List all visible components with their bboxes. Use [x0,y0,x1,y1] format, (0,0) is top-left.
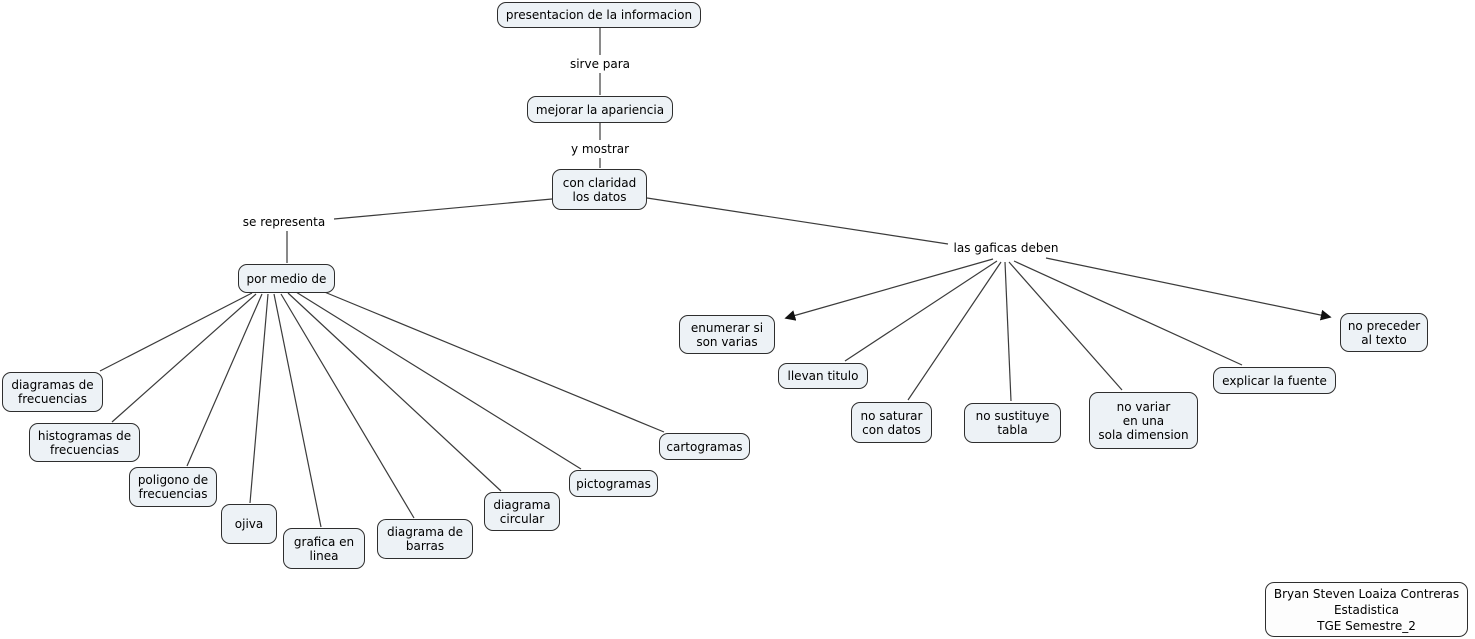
credit-course: TGE Semestre_2 [1317,618,1416,633]
node-enumerar-si-son-varias[interactable]: enumerar si son varias [679,315,775,354]
node-por-medio-de[interactable]: por medio de [238,264,335,293]
edge-pormedio-pictogramas [295,291,582,470]
linking-phrase-y-mostrar[interactable]: y mostrar [570,142,630,156]
edge-gaficas-preceder [1045,257,1332,321]
node-cartogramas[interactable]: cartogramas [659,433,750,460]
edge-gaficas-saturar [907,261,1002,401]
credit-box: Bryan Steven Loaiza Contreras Estadistic… [1265,582,1468,637]
credit-author: Bryan Steven Loaiza Contreras [1273,586,1460,601]
linking-phrase-las-gaficas-deben[interactable]: las gaficas deben [953,241,1059,255]
edge-pormedio-circular [287,292,502,492]
credit-subject: Estadistica [1333,602,1400,617]
node-presentacion-de-la-informacion[interactable]: presentacion de la informacion [497,2,701,28]
edge-claridad-serepresenta [333,198,553,220]
edge-pormedio-poligono [186,293,263,467]
node-diagrama-de-barras[interactable]: diagrama de barras [377,519,473,559]
node-diagramas-de-frecuencias[interactable]: diagramas de frecuencias [2,372,103,412]
edge-pormedio-ojiva [249,293,269,504]
node-con-claridad-los-datos[interactable]: con claridad los datos [552,169,647,210]
edge-gaficas-fuente [1013,260,1243,366]
edge-pormedio-barras [280,293,415,519]
node-llevan-titulo[interactable]: llevan titulo [778,363,868,389]
node-explicar-la-fuente[interactable]: explicar la fuente [1213,367,1336,394]
edge-gaficas-variar [1008,261,1123,391]
linking-phrase-se-representa[interactable]: se representa [242,215,326,229]
edge-gaficas-llevan [844,260,998,362]
node-poligono-de-frecuencias[interactable]: poligono de frecuencias [129,467,217,507]
node-diagrama-circular[interactable]: diagrama circular [484,492,560,531]
edge-pormedio-cartogramas [321,290,665,433]
node-ojiva[interactable]: ojiva [221,504,277,544]
node-no-sustituye-tabla[interactable]: no sustituye tabla [964,403,1061,443]
node-histogramas-de-frecuencias[interactable]: histogramas de frecuencias [29,423,140,462]
node-no-saturar-con-datos[interactable]: no saturar con datos [851,402,932,443]
linking-phrase-sirve-para[interactable]: sirve para [569,57,631,71]
edge-pormedio-diagramas [99,292,253,372]
node-grafica-en-linea[interactable]: grafica en linea [283,528,365,569]
edge-claridad-gaficas [646,197,949,245]
edge-pormedio-histogramas [111,293,257,423]
node-no-preceder-al-texto[interactable]: no preceder al texto [1340,313,1428,352]
edge-gaficas-enumerar [784,258,994,321]
node-no-variar-en-una-sola-dimension[interactable]: no variar en una sola dimension [1089,392,1198,449]
edge-gaficas-sustituye [1004,261,1012,402]
node-pictogramas[interactable]: pictogramas [569,470,658,497]
edge-pormedio-grafica [273,293,322,528]
node-mejorar-la-apariencia[interactable]: mejorar la apariencia [527,96,673,123]
